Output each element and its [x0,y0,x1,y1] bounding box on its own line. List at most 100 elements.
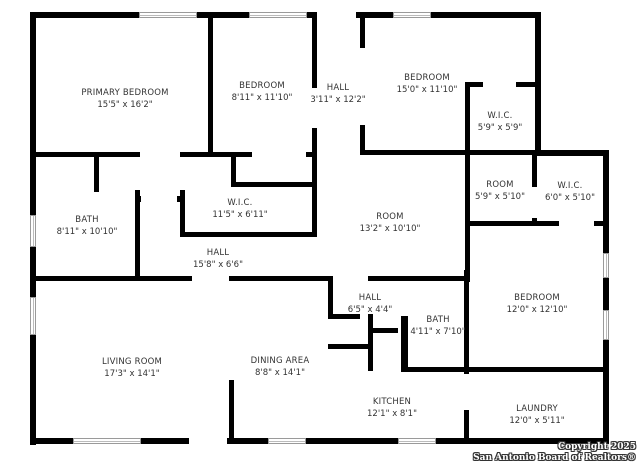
wall [328,276,333,318]
room-name: DINING AREA [250,356,310,366]
wall [401,316,408,372]
wall [465,82,470,182]
copyright-owner: San Antonio Board of Realtors® [473,453,636,463]
wall [516,82,538,87]
wall [30,12,36,215]
window [249,12,307,18]
room-dimensions: 8'11" x 11'10" [231,93,293,103]
wall [465,82,483,87]
room-name: BATH [426,315,450,325]
wall [180,232,317,237]
wall [328,344,372,349]
room-dimensions: 13'2" x 10'10" [359,224,421,234]
room-label-bath: BATH 8'11" x 10'10" [57,214,118,238]
wall [30,335,36,445]
room-label-primary-bedroom: PRIMARY BEDROOM 15'5" x 16'2" [81,87,168,111]
wall [603,340,609,444]
wall [30,247,36,297]
room-dimensions: 5'9" x 5'10" [475,192,525,202]
room-label-laundry: LAUNDRY 12'0" x 5'11" [509,403,564,427]
room-dimensions: 5'9" x 5'9" [477,123,523,133]
room-dimensions: 15'0" x 11'10" [396,85,458,95]
wall [535,12,541,156]
room-label-bedroom: BEDROOM 12'0" x 12'10" [507,292,568,316]
room-name: W.I.C. [487,111,513,121]
room-dimensions: 15'8" x 6'6" [193,260,243,270]
wall [180,152,252,157]
room-name: W.I.C. [227,198,253,208]
wall [135,190,140,280]
room-name: BATH [75,215,99,225]
wall [360,12,365,48]
wall [231,152,236,186]
room-dimensions: 6'0" x 5'10" [545,193,595,203]
wall [177,196,183,202]
room-label-wic: W.I.C. 6'0" x 5'10" [545,180,595,204]
room-name: BEDROOM [514,293,560,303]
wall [30,152,140,157]
wall [535,150,609,156]
room-name: PRIMARY BEDROOM [81,88,169,98]
room-name: KITCHEN [372,397,412,407]
room-name: HALL [358,293,382,303]
room-dimensions: 12'0" x 12'10" [506,305,568,315]
wall [306,438,398,444]
wall [30,276,192,281]
wall [360,125,365,155]
room-label-wic: W.I.C. 5'9" x 5'9" [478,110,523,134]
wall [312,128,317,158]
wall [307,12,316,18]
wall [465,221,559,226]
room-label-wic: W.I.C. 11'5" x 6'11" [212,197,267,221]
wall [603,150,609,253]
room-name: ROOM [486,180,514,190]
window [73,438,141,444]
wall [30,438,73,444]
room-dimensions: 8'11" x 10'10" [56,227,118,237]
wall [30,12,139,18]
room-label-hall: HALL 15'8" x 6'6" [193,247,243,271]
room-name: ROOM [376,212,404,222]
window [603,310,609,340]
room-name: HALL [326,83,350,93]
window [30,297,36,335]
wall [356,12,393,18]
room-label-dining-area: DINING AREA 8'8" x 14'1" [251,355,310,379]
window [603,253,609,278]
room-dimensions: 4'11" x 7'10" [410,327,466,337]
room-label-hall: HALL 3'11" x 12'2" [310,82,365,106]
wall [180,190,185,237]
wall [328,314,360,319]
room-name: LIVING ROOM [101,357,163,367]
window [139,12,197,18]
window [398,438,436,444]
wall [464,410,469,444]
room-dimensions: 8'8" x 14'1" [255,368,305,378]
room-label-room: ROOM 13'2" x 10'10" [360,211,421,235]
wall [141,438,189,444]
wall [532,150,537,187]
wall [229,380,234,444]
wall [368,314,373,371]
wall [594,221,609,226]
wall [368,276,470,281]
wall [197,12,249,18]
room-dimensions: 15'5" x 16'2" [97,100,153,110]
room-label-kitchen: KITCHEN 12'1" x 8'1" [367,396,417,420]
wall [436,438,609,444]
room-name: BEDROOM [239,81,285,91]
wall [229,276,333,281]
wall [312,12,317,88]
room-dimensions: 3'11" x 12'2" [310,95,366,105]
wall [603,278,609,310]
room-dimensions: 12'1" x 8'1" [367,409,417,419]
window [393,12,431,18]
room-label-living-room: LIVING ROOM 17'3" x 14'1" [102,356,162,380]
wall [94,152,99,192]
room-dimensions: 11'5" x 6'11" [212,210,268,220]
copyright-line: Copyright 2025 [557,442,636,452]
room-name: HALL [206,248,230,258]
wall [208,12,213,157]
wall [532,218,537,226]
